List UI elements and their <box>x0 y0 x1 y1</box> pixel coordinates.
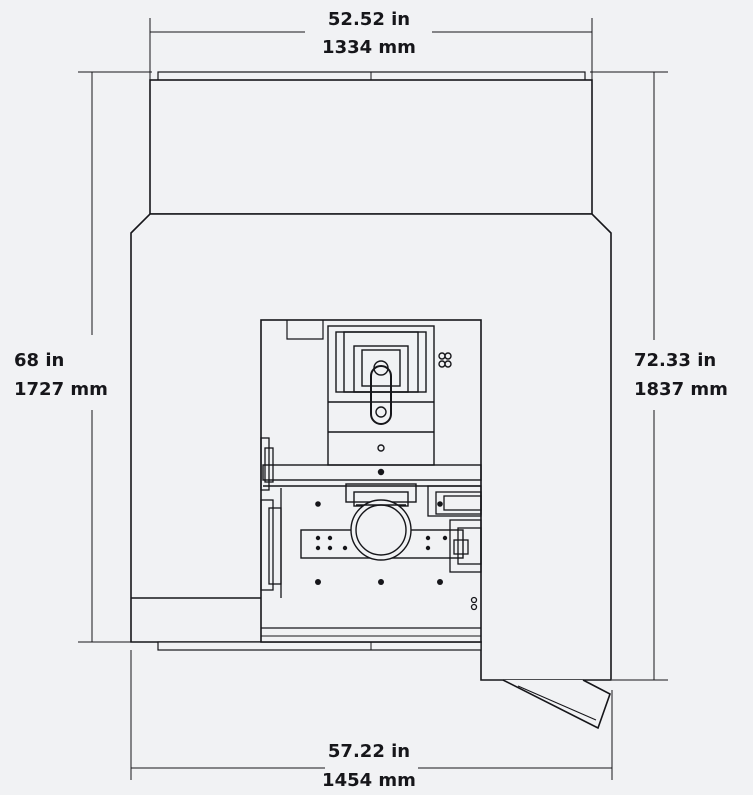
dim-bottom-width <box>130 650 613 780</box>
right-fixtures <box>427 485 482 611</box>
dim-right-height <box>590 71 668 681</box>
dim-left-height <box>78 71 152 643</box>
dim-bottom-width-metric: 1454 mm <box>322 770 416 791</box>
dim-right-height-metric: 1837 mm <box>634 379 728 400</box>
dim-right-height-imperial: 72.33 in <box>634 350 716 371</box>
table-assembly <box>300 483 464 561</box>
dim-bottom-width-imperial: 57.22 in <box>328 741 410 762</box>
output-chute <box>502 679 611 730</box>
left-clamp <box>260 437 282 598</box>
dim-left-height-imperial: 68 in <box>14 350 64 371</box>
bolt-holes <box>315 501 448 585</box>
dim-top-width <box>149 18 593 80</box>
work-area <box>260 319 482 643</box>
dim-left-height-metric: 1727 mm <box>14 379 108 400</box>
dim-top-width-imperial: 52.52 in <box>328 9 410 30</box>
dim-top-width-metric: 1334 mm <box>322 37 416 58</box>
